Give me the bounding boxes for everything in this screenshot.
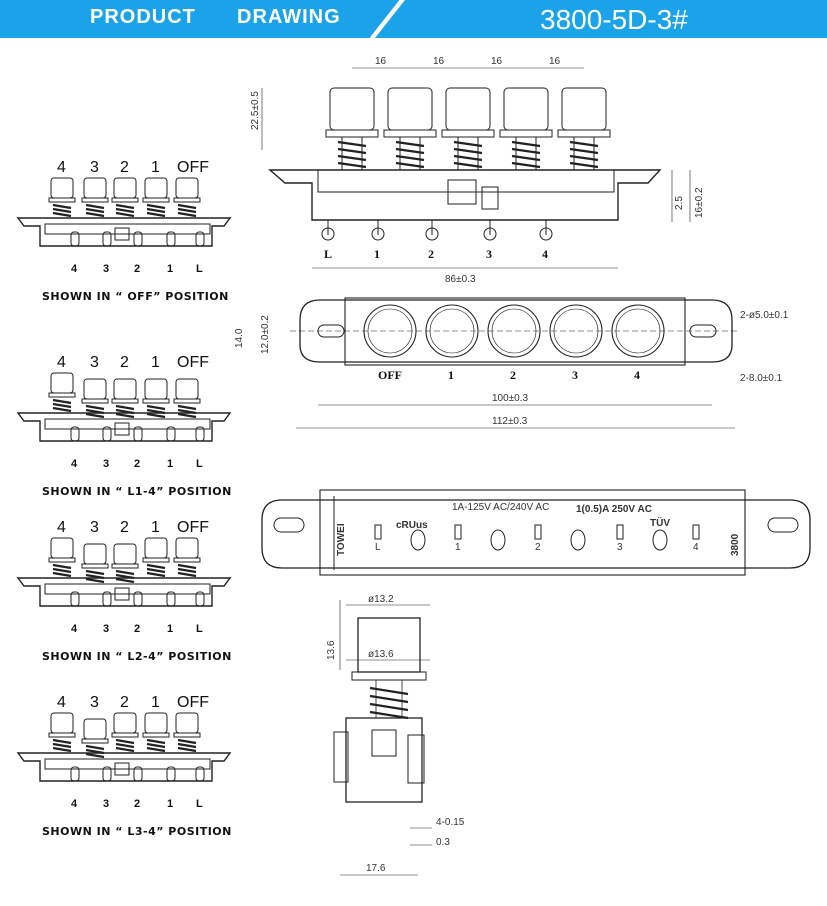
bv-cert1: cRUus — [396, 520, 428, 531]
header-model: 3800-5D-3# — [540, 4, 688, 35]
pos-top-3-1: 3 — [90, 694, 99, 711]
pos-top-1-2: 2 — [120, 354, 129, 371]
fv-pitch-3: 16 — [549, 56, 561, 67]
sv-d2: ø13.6 — [368, 649, 394, 660]
pos-top-0-1: 3 — [90, 159, 99, 176]
position-caption: SHOWN IN “ L2-4” POSITION — [42, 650, 232, 663]
tv-label-1: 1 — [448, 368, 454, 382]
pos-pin-3-0: 4 — [71, 798, 78, 810]
sv-h: 13.6 — [326, 640, 337, 660]
bv-rating1: 1A-125V AC/240V AC — [452, 502, 549, 513]
fv-pin-0: L — [324, 247, 332, 261]
pos-top-1-4: OFF — [177, 354, 209, 371]
tv-label-2: 2 — [510, 368, 516, 382]
sv-d1: ø13.2 — [368, 594, 394, 605]
pos-pin-3-3: 1 — [167, 798, 173, 810]
fv-height: 22.5±0.5 — [250, 91, 261, 130]
pos-pin-0-3: 1 — [167, 263, 173, 275]
pos-top-1-3: 1 — [151, 354, 160, 371]
bottom-view — [261, 489, 811, 576]
bv-model: 3800 — [730, 533, 741, 556]
header-drawing: DRAWING — [237, 6, 341, 28]
front-view — [261, 67, 691, 269]
fv-pin-4: 4 — [542, 247, 548, 261]
pos-top-1-0: 4 — [57, 354, 66, 371]
fv-dim-2-5: 2.5 — [674, 196, 685, 210]
tv-width112: 112±0.3 — [492, 416, 528, 427]
pos-top-3-2: 2 — [120, 694, 129, 711]
pos-pin-2-0: 4 — [71, 623, 78, 635]
pos-pin-1-3: 1 — [167, 458, 173, 470]
tv-width100: 100±0.3 — [492, 393, 529, 404]
pos-pin-0-0: 4 — [71, 263, 78, 275]
pos-pin-3-4: L — [196, 798, 203, 810]
pos-top-0-2: 2 — [120, 159, 129, 176]
tv-height12: 12.0±0.2 — [260, 315, 271, 354]
fv-dim-16: 16±0.2 — [694, 187, 705, 218]
fv-pitch-1: 16 — [433, 56, 445, 67]
tv-hole: 2-ø5.0±0.1 — [740, 310, 789, 321]
pos-top-2-2: 2 — [120, 519, 129, 536]
bv-cert2: TÜV — [650, 516, 670, 529]
tv-label-0: OFF — [378, 368, 402, 382]
position-caption: SHOWN IN “ L3-4” POSITION — [42, 825, 232, 838]
position-caption: SHOWN IN “ L1-4” POSITION — [42, 485, 232, 498]
pos-pin-1-2: 2 — [134, 458, 140, 470]
pos-top-1-1: 3 — [90, 354, 99, 371]
pos-pin-1-4: L — [196, 458, 203, 470]
pos-pin-2-3: 1 — [167, 623, 173, 635]
pos-top-3-0: 4 — [57, 694, 66, 711]
pos-top-0-4: OFF — [177, 159, 209, 176]
bv-pin-1: 1 — [455, 542, 461, 553]
pos-pin-2-1: 3 — [103, 623, 109, 635]
bv-pin-0: L — [375, 542, 381, 553]
pos-pin-1-1: 3 — [103, 458, 109, 470]
tv-label-3: 3 — [572, 368, 578, 382]
side-view — [333, 600, 432, 876]
sv-t2: 0.3 — [436, 837, 450, 848]
pos-pin-1-0: 4 — [71, 458, 78, 470]
bv-brand: TOWEI — [336, 523, 347, 556]
top-view — [290, 297, 740, 429]
sv-w: 17.6 — [366, 863, 386, 874]
bv-pin-2: 2 — [535, 542, 541, 553]
pos-pin-2-4: L — [196, 623, 203, 635]
fv-pitch-2: 16 — [491, 56, 503, 67]
pos-top-3-3: 1 — [151, 694, 160, 711]
pos-pin-3-2: 2 — [134, 798, 140, 810]
pos-pin-0-1: 3 — [103, 263, 109, 275]
position-caption: SHOWN IN “ OFF” POSITION — [42, 290, 229, 303]
sv-t1: 4-0.15 — [436, 817, 465, 828]
bv-rating2: 1(0.5)A 250V AC — [576, 504, 652, 515]
fv-pitch-0: 16 — [375, 56, 387, 67]
header-product: PRODUCT — [90, 6, 196, 28]
bv-pin-4: 4 — [693, 542, 699, 553]
pos-top-2-3: 1 — [151, 519, 160, 536]
pos-top-2-4: OFF — [177, 519, 209, 536]
fv-pin-3: 3 — [486, 247, 492, 261]
pos-pin-3-1: 3 — [103, 798, 109, 810]
pos-top-2-0: 4 — [57, 519, 66, 536]
pos-top-2-1: 3 — [90, 519, 99, 536]
pos-pin-2-2: 2 — [134, 623, 140, 635]
pos-top-3-4: OFF — [177, 694, 209, 711]
pos-top-0-3: 1 — [151, 159, 160, 176]
fv-pin-2: 2 — [428, 247, 434, 261]
bv-pin-3: 3 — [617, 542, 623, 553]
tv-label-4: 4 — [634, 368, 640, 382]
fv-overall: 86±0.3 — [445, 274, 476, 285]
fv-pin-1: 1 — [374, 247, 380, 261]
tv-slot: 2-8.0±0.1 — [740, 373, 783, 384]
pos-pin-0-4: L — [196, 263, 203, 275]
pos-top-0-0: 4 — [57, 159, 66, 176]
header-banner: PRODUCT DRAWING 3800-5D-3# — [0, 0, 827, 40]
banner-shapes — [0, 0, 827, 40]
pos-pin-0-2: 2 — [134, 263, 140, 275]
